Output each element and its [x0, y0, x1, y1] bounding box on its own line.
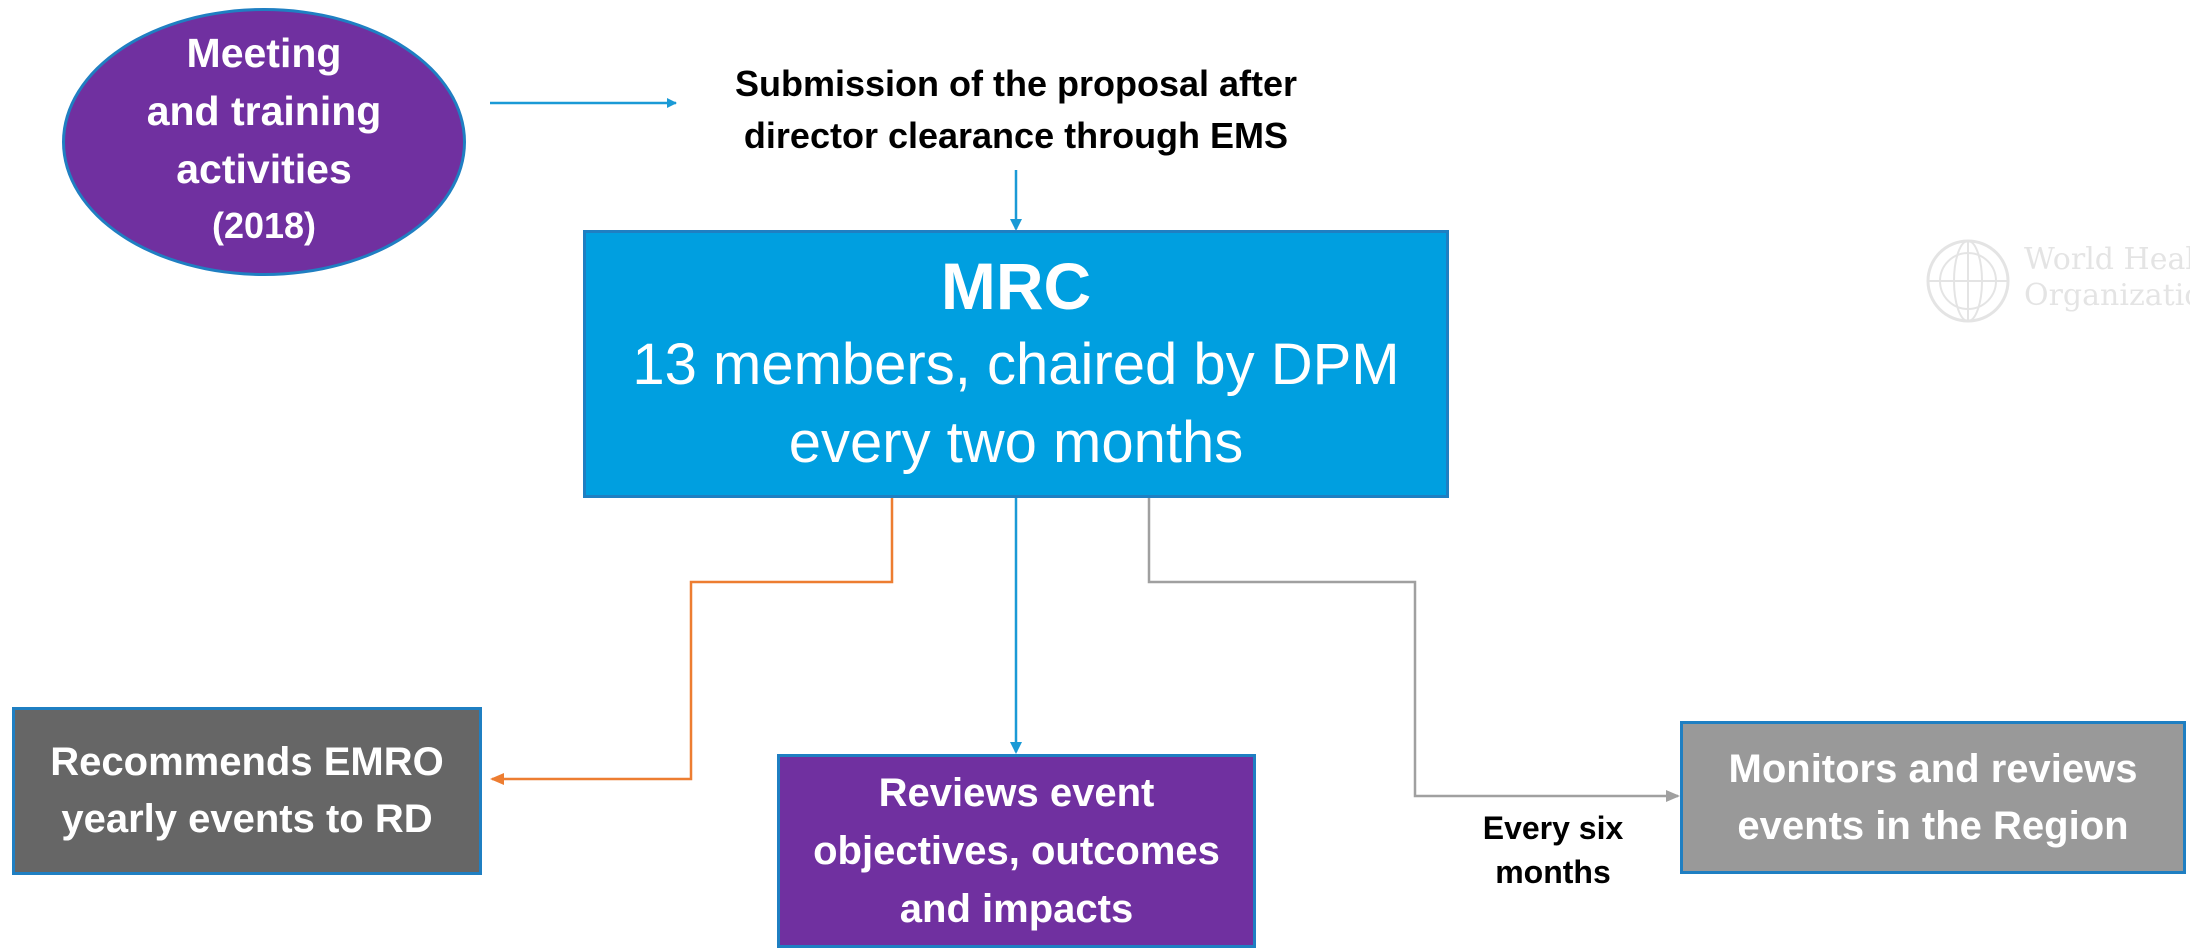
- arrow-mrc-to-monitors: [1147, 480, 1680, 802]
- mrc-node: MRC 13 members, chaired by DPM every two…: [583, 230, 1449, 498]
- monitors-node: Monitors and reviews events in the Regio…: [1680, 721, 2186, 874]
- reviews-line-2: objectives, outcomes: [813, 829, 1220, 873]
- watermark-text: World Health Organization: [2024, 242, 2190, 314]
- watermark-line-2: Organization: [2024, 278, 2190, 313]
- mrc-line-1: 13 members, chaired by DPM: [632, 332, 1400, 397]
- meeting-training-node: Meeting and training activities (2018): [62, 8, 466, 276]
- submission-line-2: director clearance through EMS: [743, 115, 1289, 156]
- every-six-line-1: Every six: [1482, 810, 1624, 846]
- meeting-line-2: and training: [146, 88, 382, 134]
- meeting-line-3: activities: [176, 146, 352, 192]
- recommends-line-2: yearly events to RD: [61, 797, 433, 841]
- mrc-line-2: every two months: [788, 410, 1244, 475]
- submission-label: Submission of the proposal after directo…: [690, 58, 1342, 162]
- arrow-mrc-to-recommends: [490, 498, 894, 785]
- monitors-line-1: Monitors and reviews: [1728, 746, 2138, 791]
- recommends-line-1: Recommends EMRO: [50, 740, 444, 784]
- reviews-line-3: and impacts: [899, 887, 1134, 931]
- watermark-line-1: World Health: [2024, 242, 2190, 277]
- who-emblem-icon: [1926, 239, 2010, 323]
- reviews-node: Reviews event objectives, outcomes and i…: [777, 754, 1256, 948]
- meeting-year: (2018): [211, 205, 317, 246]
- who-watermark: World Health Organization: [1920, 236, 2190, 326]
- meeting-line-1: Meeting: [186, 30, 342, 76]
- monitors-line-2: events in the Region: [1737, 803, 2129, 848]
- every-six-months-label: Every six months: [1458, 806, 1648, 894]
- recommends-node: Recommends EMRO yearly events to RD: [12, 707, 482, 875]
- every-six-line-2: months: [1495, 854, 1611, 890]
- mrc-title: MRC: [940, 249, 1092, 323]
- reviews-line-1: Reviews event: [878, 771, 1155, 815]
- submission-line-1: Submission of the proposal after: [734, 63, 1298, 104]
